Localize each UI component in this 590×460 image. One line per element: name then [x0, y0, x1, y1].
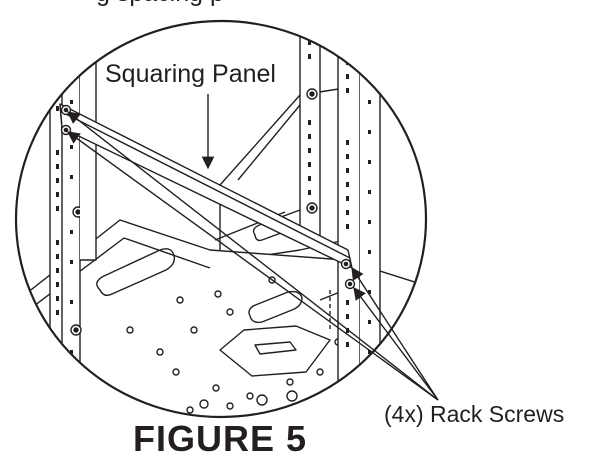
detail-circle — [14, 19, 428, 419]
floor-slot-lower — [254, 341, 297, 355]
floor-slot-right — [248, 290, 303, 324]
rack-detail-drawing — [14, 19, 439, 419]
floor-slot-left — [96, 248, 176, 297]
rack-screws-label: (4x) Rack Screws — [384, 401, 565, 427]
rear-side-panel — [219, 87, 346, 263]
rear-left-rail — [79, 59, 97, 261]
top-caption: g spacing p — [96, 0, 224, 8]
floor-holes — [126, 276, 342, 414]
figure-title: FIGURE 5 — [133, 418, 308, 459]
rear-right-rail — [299, 29, 321, 243]
rack-screw-leaders — [66, 111, 439, 401]
rack-screws — [60, 104, 356, 290]
floor-cutout-large — [219, 325, 331, 377]
squaring-panel-label: Squaring Panel — [105, 60, 276, 88]
